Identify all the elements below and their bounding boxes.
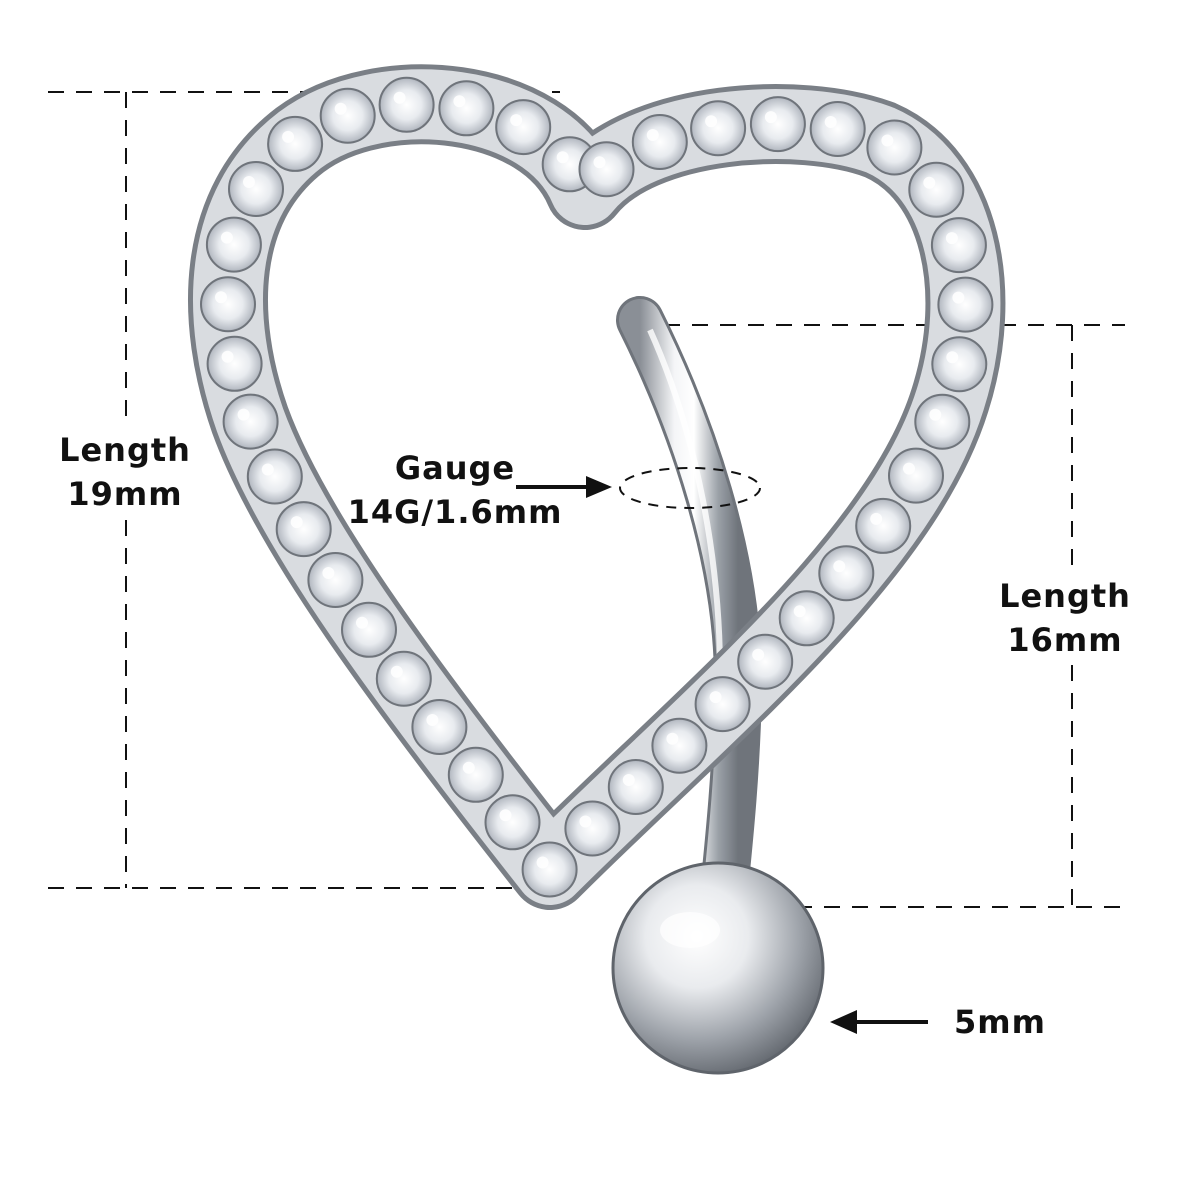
length-16mm-title: Length [999,577,1131,615]
crystal-gem [246,448,303,505]
length-16mm-label: Length 16mm [990,574,1140,662]
crystal-gem [375,650,432,707]
crystal-gem [737,633,794,690]
gem-highlight [923,176,936,189]
gem-highlight [945,232,958,245]
gem-highlight [903,462,915,475]
crystal-gem [931,336,988,393]
crystal-gem [631,114,688,170]
length-16mm-value: 16mm [1007,621,1123,659]
arrow-icon [830,1010,928,1034]
crystal-gem [228,161,284,217]
crystal-gem [809,101,866,157]
gem-highlight [709,691,722,704]
gem-highlight [952,291,965,304]
gem-highlight [462,761,475,774]
gem-highlight [237,408,250,421]
ball-icon [611,861,825,1075]
crystal-gem [267,115,324,172]
crystal-gem [447,746,504,803]
gem-highlight [666,732,679,745]
crystal-gem [690,100,747,157]
crystal-gem [749,96,806,153]
gem-highlight [881,134,894,147]
crystal-gem [319,87,376,144]
crystal-gem [578,141,635,198]
crystal-gem [818,545,875,602]
ball-size-label: 5mm [940,1000,1060,1044]
crystal-gem [200,276,256,333]
gem-highlight [622,774,635,786]
gem-highlight [870,512,883,525]
crystal-gem [914,393,971,450]
crystal-gem [866,119,923,176]
gem-highlight [579,815,592,828]
crystal-gem [564,800,621,857]
gem-highlight [824,116,837,128]
crystal-gem [411,699,468,755]
gauge-title: Gauge [394,449,516,487]
crystal-gem [205,216,262,273]
gem-highlight [929,408,942,421]
gem-highlight [510,114,523,127]
crystal-gem [521,841,578,898]
arrow-icon [516,476,612,498]
crystal-gem [778,590,835,647]
crystal-gem [694,676,751,733]
gem-highlight [390,665,403,678]
crystal-gem [484,794,541,851]
gem-highlight [356,616,368,629]
heart-icon [188,64,1006,910]
gauge-ellipse [619,467,761,509]
gem-highlight [426,714,439,726]
crystal-gem [908,161,965,218]
crystal-gem [378,76,435,133]
gem-highlight [453,95,466,108]
crystal-gem [937,276,994,333]
gem-highlight [322,567,335,579]
ball-size-value: 5mm [954,1003,1046,1041]
crystal-gem [855,497,912,554]
gem-highlight [282,130,295,143]
crystal-gem [341,601,397,658]
gem-highlight [705,115,718,128]
crystal-gem [222,393,279,450]
gem-highlight [556,151,569,164]
gauge-label: Gauge 14G/1.6mm [340,446,570,534]
crystal-gem [275,501,332,558]
gem-highlight [593,156,606,169]
gauge-value: 14G/1.6mm [347,493,563,531]
gem-highlight [752,648,765,661]
crystal-gem [438,80,495,137]
gem-highlight [215,291,227,304]
gem-highlight [764,111,777,124]
crystal-gem [651,717,708,774]
gem-highlight [646,129,659,141]
crystal-gem [930,217,987,274]
gem-highlight [290,516,303,529]
gem-highlight [833,560,846,573]
gem-highlight [536,856,549,869]
gem-highlight [261,463,274,476]
length-19mm-label: Length 19mm [50,428,200,516]
crystal-gems [200,76,994,898]
crystal-gem [307,552,364,608]
gem-highlight [220,231,233,244]
gem-highlight [499,809,512,822]
length-19mm-value: 19mm [67,475,183,513]
gem-highlight [221,350,234,363]
crystal-gem [607,759,664,815]
gem-highlight [334,102,347,115]
length-19mm-title: Length [59,431,191,469]
gem-highlight [393,91,406,104]
crystal-gem [206,335,263,392]
gem-highlight [793,605,806,618]
gem-highlight [946,351,959,364]
crystal-gem [495,99,552,156]
gem-highlight [243,176,255,188]
crystal-gem [888,447,944,504]
